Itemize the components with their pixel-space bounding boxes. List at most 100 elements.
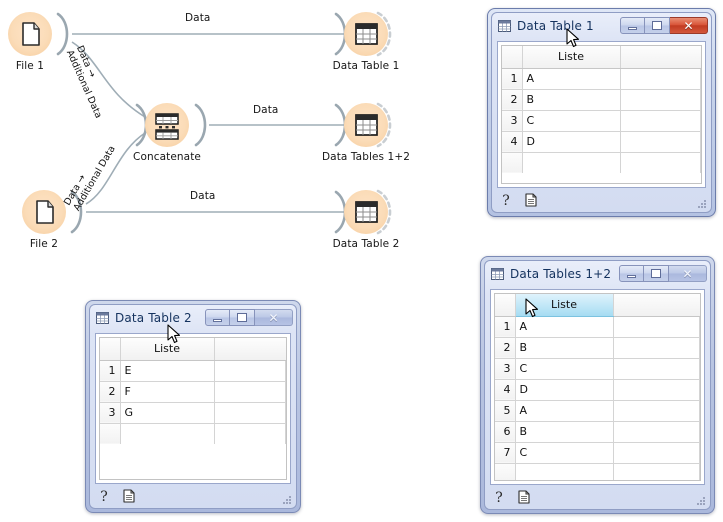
cell-liste[interactable]: C: [522, 110, 621, 132]
row-number: 2: [100, 381, 121, 403]
table-row-empty: [502, 152, 701, 173]
titlebar-data-tables-1-2[interactable]: Data Tables 1+2 ✕: [485, 261, 710, 286]
cell-liste[interactable]: B: [515, 337, 614, 359]
node-data-table-1[interactable]: Data Table 1: [333, 12, 399, 72]
cell-liste[interactable]: D: [515, 379, 614, 401]
cell-liste[interactable]: A: [515, 400, 614, 422]
resize-grip[interactable]: [696, 198, 707, 209]
concatenate-icon: [155, 113, 179, 140]
node-label-file-2: File 2: [29, 238, 59, 250]
cell-filler: [613, 379, 700, 401]
minimize-button[interactable]: [205, 309, 230, 326]
close-button[interactable]: ✕: [669, 265, 707, 282]
cell-liste[interactable]: D: [522, 131, 621, 153]
cell-filler: [214, 381, 286, 403]
help-question-icon[interactable]: ?: [96, 488, 112, 504]
cell-liste[interactable]: B: [515, 421, 614, 443]
cell-liste[interactable]: B: [522, 89, 621, 111]
close-button[interactable]: ✕: [670, 17, 708, 34]
svg-text:?: ?: [100, 489, 108, 504]
statusbar-data-table-1: ?: [492, 188, 711, 212]
window-controls[interactable]: ✕: [620, 17, 708, 34]
minimize-button[interactable]: [619, 265, 644, 282]
window-controls[interactable]: ✕: [619, 265, 707, 282]
minimize-icon: [628, 27, 637, 30]
resize-grip[interactable]: [281, 494, 292, 505]
row-number: 3: [495, 358, 516, 380]
column-header-liste[interactable]: Liste: [120, 338, 215, 361]
node-concatenate[interactable]: Concatenate: [133, 103, 201, 163]
cell-liste[interactable]: A: [522, 68, 621, 90]
document-icon[interactable]: [121, 488, 137, 504]
cell-liste[interactable]: F: [120, 381, 215, 403]
cell-filler-empty: [620, 152, 701, 173]
resize-grip[interactable]: [695, 495, 706, 506]
close-button[interactable]: ✕: [255, 309, 293, 326]
cell-liste[interactable]: G: [120, 402, 215, 424]
node-label-concatenate: Concatenate: [133, 151, 201, 163]
maximize-button[interactable]: [230, 309, 255, 326]
cell-liste[interactable]: C: [515, 358, 614, 380]
row-number: 3: [502, 110, 523, 132]
window-controls[interactable]: ✕: [205, 309, 293, 326]
edge-label-data-middle: Data: [253, 104, 279, 116]
row-number: 7: [495, 442, 516, 464]
maximize-button[interactable]: [645, 17, 670, 34]
help-question-icon[interactable]: ?: [498, 192, 514, 208]
workflow-canvas[interactable]: File 1 Data Table 1: [0, 0, 470, 272]
table-header-row: Liste: [495, 294, 700, 317]
node-data-tables-1-2[interactable]: Data Tables 1+2: [322, 103, 410, 163]
cell-filler: [214, 360, 286, 382]
help-question-icon[interactable]: ?: [491, 489, 507, 505]
node-file-1[interactable]: File 1: [8, 12, 52, 72]
node-label-data-table-2: Data Table 2: [332, 238, 400, 250]
column-header-filler: [620, 46, 701, 69]
document-icon[interactable]: [516, 489, 532, 505]
document-icon[interactable]: [523, 192, 539, 208]
cell-liste[interactable]: A: [515, 316, 614, 338]
cell-liste[interactable]: E: [120, 360, 215, 382]
node-data-table-2[interactable]: Data Table 2: [333, 190, 399, 250]
column-header-liste[interactable]: Liste: [522, 46, 621, 69]
corner-cell: [502, 46, 523, 69]
cell-filler: [214, 402, 286, 424]
row-number: 5: [495, 400, 516, 422]
column-header-liste[interactable]: Liste: [515, 294, 614, 317]
maximize-button[interactable]: [644, 265, 669, 282]
row-number-empty: [100, 423, 121, 444]
cell-liste[interactable]: C: [515, 442, 614, 464]
minimize-button[interactable]: [620, 17, 645, 34]
data-table-icon: [355, 23, 378, 45]
titlebar-data-table-2[interactable]: Data Table 2 ✕: [90, 305, 296, 330]
titlebar-data-table-1[interactable]: Data Table 1 ✕: [492, 13, 711, 38]
window-title: Data Tables 1+2: [510, 266, 612, 281]
node-label-data-tables-1-2: Data Tables 1+2: [321, 151, 411, 163]
cell-liste-empty: [522, 152, 621, 173]
cell-filler: [613, 316, 700, 338]
node-file-2[interactable]: File 2: [22, 190, 66, 250]
